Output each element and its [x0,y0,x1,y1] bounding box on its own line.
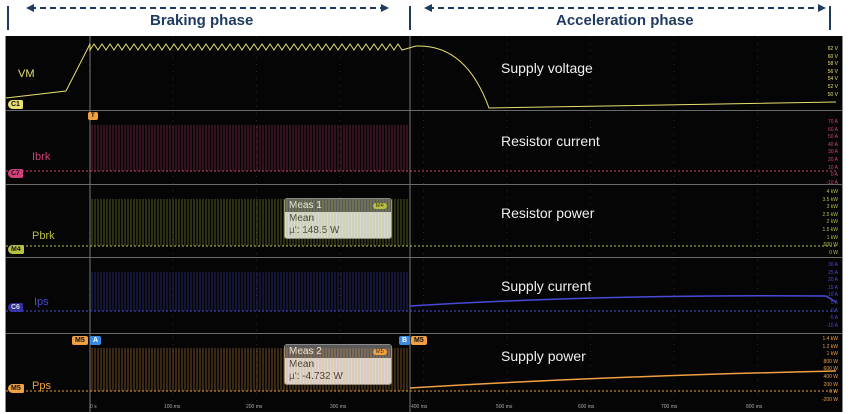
meas-1-stat: Mean [289,213,387,225]
trace-pps [409,370,837,389]
x-tick: 600 ms [578,404,595,410]
measurement-2-badge[interactable]: Meas 2 M5 Meanµ': -4.732 W [284,344,392,385]
annotation-supply-power: Supply power [501,348,586,364]
x-tick: 500 ms [496,404,513,410]
trace-vm [6,43,837,109]
x-tick: 700 ms [661,404,678,410]
meas-2-value: µ': -4.732 W [289,371,343,382]
x-tick: 100 ms [164,404,181,410]
channel-badge-c1[interactable]: C1 [8,100,23,109]
channel-label-pps: Pps [32,380,51,392]
channel-label-vm: VM [18,68,35,80]
channel-label-ips: Ips [34,296,49,308]
annotation-supply-current: Supply current [501,278,592,294]
meas-2-source: M5 [372,348,387,355]
channel-label-ibrk: Ibrk [32,151,51,163]
waveform-traces [6,43,837,392]
channel-badge-c6[interactable]: C6 [8,303,23,312]
annotation-resistor-power: Resistor power [501,205,595,221]
cursor-b-math-tag: M5 [411,336,427,345]
braking-phase-label: Braking phase [150,12,254,29]
meas-1-title: Meas 1 [289,200,322,211]
measurement-1-badge[interactable]: Meas 1 M4 Meanµ': 148.5 W [284,198,392,239]
channel-badge-m5[interactable]: M5 [8,384,24,393]
channel-badge-m4[interactable]: M4 [8,245,24,254]
x-tick: 800 ms [746,404,763,410]
cursor-a-handle[interactable]: A [90,336,102,345]
x-tick: 300 ms [330,404,347,410]
channel-label-pbrk: Pbrk [32,230,55,242]
x-tick: 0 s [90,404,97,410]
phase-arrows [7,4,831,30]
cursor-a-math-tag: M5 [72,336,88,345]
acceleration-phase-label: Acceleration phase [556,12,694,29]
annotation-supply-voltage: Supply voltage [501,60,593,76]
meas-2-stat: Mean [289,359,387,371]
meas-1-source: M4 [372,202,387,209]
meas-1-value: µ': 148.5 W [289,225,339,236]
trace-ips [409,294,837,307]
channel-badge-c7[interactable]: C7 [8,169,23,178]
trigger-marker[interactable]: T [88,112,98,120]
x-tick: 400 ms [411,404,428,410]
annotation-resistor-current: Resistor current [501,133,600,149]
phase-header: Braking phase Acceleration phase [0,0,850,36]
cursor-b-handle[interactable]: B [399,336,411,345]
x-tick: 200 ms [246,404,263,410]
meas-2-title: Meas 2 [289,346,322,357]
graticule [89,36,758,412]
